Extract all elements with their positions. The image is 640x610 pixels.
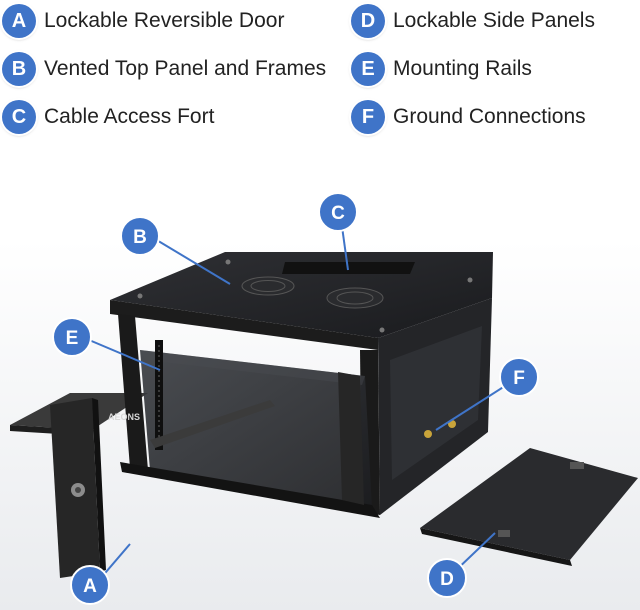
legend-badge-c: C	[2, 100, 36, 134]
panel-lock-icon	[570, 462, 584, 469]
callout-a-letter: A	[83, 576, 97, 597]
legend-label-d: Lockable Side Panels	[393, 9, 595, 32]
fan-vent-icon	[241, 276, 295, 296]
legend-badge-e: E	[351, 52, 385, 86]
cabinet: AEONS	[108, 252, 493, 518]
brand-label: AEONS	[108, 412, 140, 422]
callout-f: F	[499, 357, 539, 397]
ground-connector-icon	[424, 430, 432, 438]
callout-c-letter: C	[331, 203, 345, 224]
legend-label-a: Lockable Reversible Door	[44, 9, 285, 32]
legend-badge-a: A	[2, 4, 36, 38]
callout-e-letter: E	[66, 328, 79, 349]
legend-badge-b: B	[2, 52, 36, 86]
removed-side-panel	[420, 448, 638, 566]
callout-c: C	[318, 192, 358, 232]
leader-line-b	[149, 235, 231, 285]
legend-item-c: C Cable Access Fort	[2, 98, 214, 136]
callout-f-letter: F	[513, 368, 525, 389]
fan-vent-icon	[326, 287, 384, 309]
door-panel	[10, 393, 148, 578]
callout-a: A	[70, 565, 110, 605]
panel-lock-icon	[498, 530, 510, 537]
legend-item-e: E Mounting Rails	[351, 50, 532, 88]
legend-item-a: A Lockable Reversible Door	[2, 2, 284, 40]
callout-b: B	[120, 216, 160, 256]
legend-badge-f: F	[351, 100, 385, 134]
leader-line-e	[81, 336, 161, 371]
legend-item-f: F Ground Connections	[351, 98, 586, 136]
legend-item-d: D Lockable Side Panels	[351, 2, 595, 40]
legend-label-b: Vented Top Panel and Frames	[44, 57, 327, 80]
legend-badge-d: D	[351, 4, 385, 38]
legend-label-c: Cable Access Fort	[44, 105, 215, 128]
callout-d-letter: D	[440, 569, 454, 590]
callout-d: D	[427, 558, 467, 598]
glass-door	[140, 350, 372, 508]
callout-e: E	[52, 317, 92, 357]
callout-b-letter: B	[133, 227, 147, 248]
legend-label-e: Mounting Rails	[393, 57, 532, 80]
legend-label-f: Ground Connections	[393, 105, 586, 128]
legend-item-b: B Vented Top Panel and Frames	[2, 50, 326, 88]
